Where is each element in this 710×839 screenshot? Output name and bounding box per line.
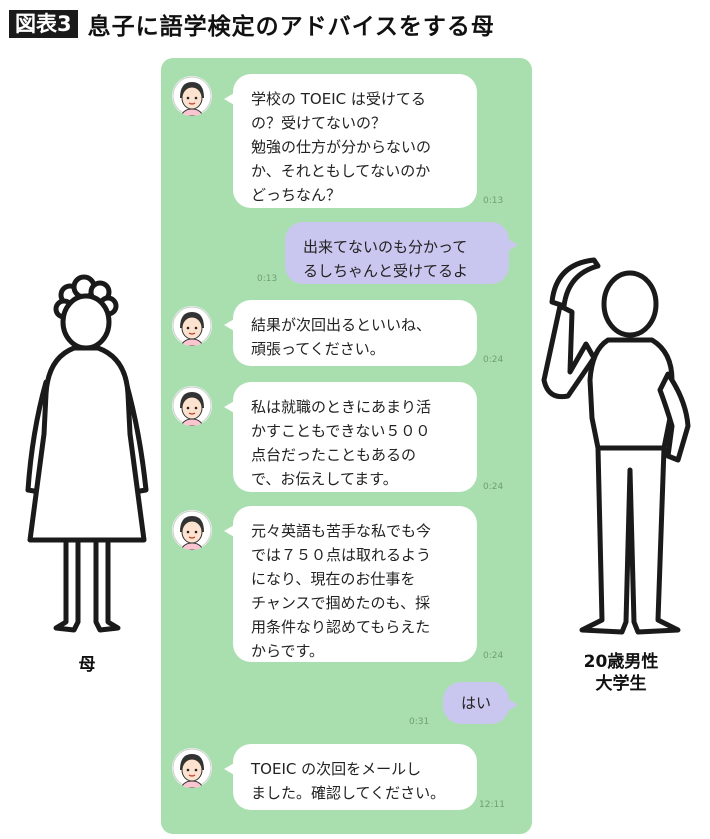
message-timestamp: 0:13 (483, 196, 504, 206)
message-bubble: 元々英語も苦手な私でも今 では７５０点は取れるよう になり、現在のお仕事を チャ… (224, 506, 477, 662)
mother-figure-icon (25, 274, 149, 633)
mother-avatar-icon (172, 748, 212, 788)
chat-panel: 学校の TOEIC は受けてる の？受けてないの？ 勉強の仕方が分からないの か… (161, 58, 532, 834)
son-figure-icon (541, 257, 691, 635)
mother-avatar-icon (172, 386, 212, 426)
son-label: 20歳男性 大学生 (583, 652, 659, 694)
figure-title: 息子に語学検定のアドバイスをする母 (87, 14, 495, 40)
message-bubble: 結果が次回出るといいね、 頑張ってください。 (224, 300, 477, 366)
message-timestamp: 0:24 (483, 482, 504, 492)
message-bubble: TOEIC の次回をメールし ました。確認してください。 (224, 744, 477, 810)
message-timestamp: 12:11 (479, 800, 505, 810)
message-timestamp: 0:13 (257, 274, 278, 284)
message-bubble: 学校の TOEIC は受けてる の？受けてないの？ 勉強の仕方が分からないの か… (224, 74, 477, 208)
mother-avatar-icon (172, 76, 212, 116)
mother-avatar-icon (172, 306, 212, 346)
figure-header: 図表3 息子に語学検定のアドバイスをする母 (9, 8, 495, 40)
figure-number-badge: 図表3 (9, 10, 78, 38)
mother-label: 母 (78, 655, 96, 675)
message-timestamp: 0:24 (483, 651, 504, 661)
mother-avatar-icon (172, 510, 212, 550)
message-bubble: 私は就職のときにあまり活 かすこともできない５００ 点台だったこともあるの で、… (224, 382, 477, 492)
message-bubble: はい (443, 682, 518, 724)
message-timestamp: 0:31 (409, 717, 430, 727)
message-bubble: 出来てないのも分かって るしちゃんと受けてるよ (285, 222, 518, 284)
message-timestamp: 0:24 (483, 355, 504, 365)
